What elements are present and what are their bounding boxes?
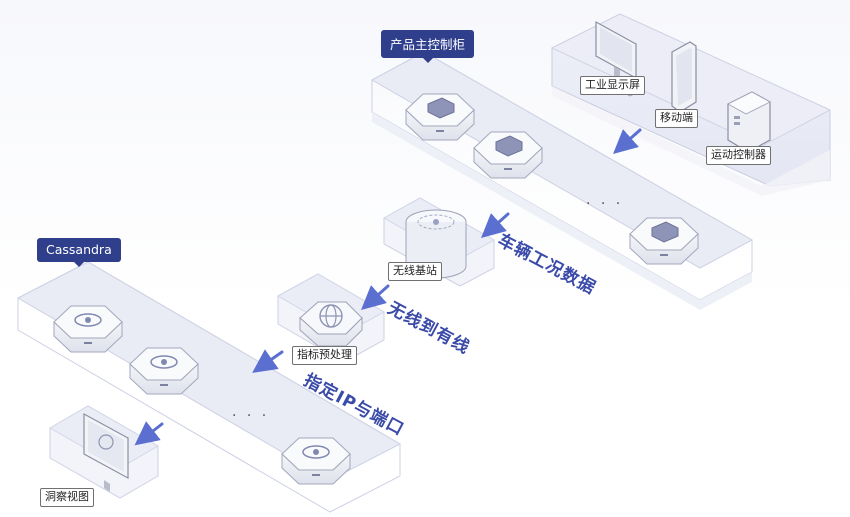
eye-icon xyxy=(150,355,178,369)
cassandra-node-5 xyxy=(281,437,351,485)
face-scan-icon xyxy=(83,412,129,492)
monitor-icon xyxy=(595,20,639,97)
wireless-base-station-label: 无线基站 xyxy=(388,262,442,281)
cassandra-node-3 xyxy=(53,305,123,353)
controller-node-1 xyxy=(473,131,543,179)
truck-icon xyxy=(427,97,455,119)
controller-icon xyxy=(727,91,771,153)
truck-icon xyxy=(495,135,523,157)
cassandra-tag: Cassandra xyxy=(37,238,121,267)
truck-icon xyxy=(651,221,679,243)
phone-icon xyxy=(671,41,697,113)
controller-ellipsis: · · · xyxy=(586,196,624,212)
controller-node-0 xyxy=(405,93,475,141)
observation-view-label: 洞察视图 xyxy=(40,488,94,507)
cassandra-node-4 xyxy=(129,347,199,395)
globe-icon xyxy=(299,301,363,347)
industrial-display-label: 工业显示屏 xyxy=(580,76,645,95)
controller-cabinet-tag: 产品主控制柜 xyxy=(381,30,475,63)
motion-controller-label: 运动控制器 xyxy=(706,146,771,165)
mobile-label: 移动端 xyxy=(655,109,698,128)
indicator-preprocess-label: 指标预处理 xyxy=(292,346,357,365)
arrow-icon xyxy=(134,128,642,446)
controller-node-2 xyxy=(629,217,699,265)
eye-icon xyxy=(302,445,330,459)
eye-icon xyxy=(74,313,102,327)
cassandra-ellipsis: · · · xyxy=(232,408,270,424)
